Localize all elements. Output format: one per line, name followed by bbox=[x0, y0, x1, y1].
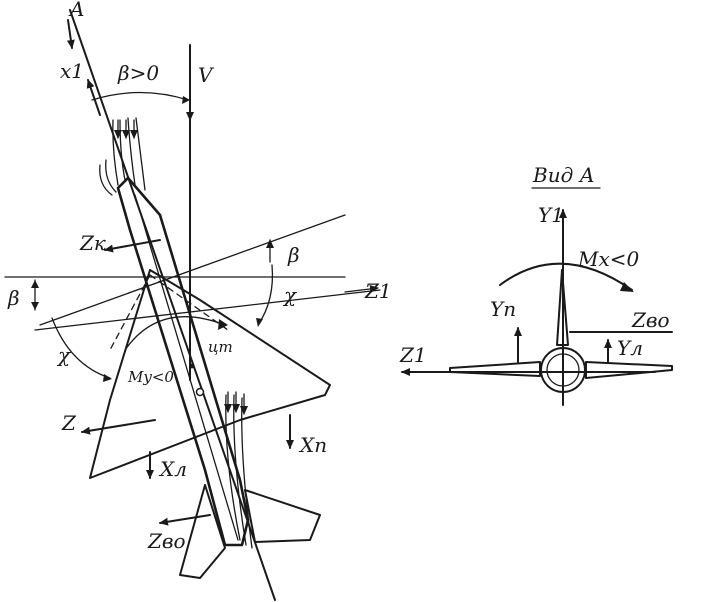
zvo-left-label: Zво bbox=[147, 529, 186, 553]
tail-right bbox=[244, 489, 321, 543]
beta-left-label: β bbox=[7, 286, 20, 310]
moment-my-arc bbox=[124, 316, 226, 351]
center-of-mass bbox=[195, 387, 205, 397]
velocity-label: V bbox=[198, 63, 215, 87]
moment-mx-label: Mx<0 bbox=[577, 247, 640, 271]
z-label: Z bbox=[61, 411, 77, 435]
inclined-line-upper bbox=[39, 214, 346, 326]
flow-lines-aft bbox=[224, 391, 253, 549]
zvo-right-label: Zво bbox=[631, 308, 670, 332]
flow-lines-front bbox=[99, 117, 146, 196]
yp-label: Yп bbox=[490, 297, 516, 321]
xp-label: Xп bbox=[298, 433, 327, 457]
axis-x1-label: x1 bbox=[60, 59, 84, 83]
fuselage bbox=[116, 176, 250, 547]
right-wing-front bbox=[585, 361, 673, 379]
yl-label: Yл bbox=[617, 336, 643, 360]
moment-mx-arc bbox=[499, 262, 633, 291]
vertical-fin bbox=[556, 269, 569, 346]
delta-wing bbox=[89, 269, 331, 479]
chi-left-label: χ bbox=[56, 343, 72, 367]
view-a-title: Вид А bbox=[532, 163, 595, 187]
center-of-mass-label: цт bbox=[208, 338, 233, 356]
zk-label: Zк bbox=[79, 231, 106, 255]
axis-a-label: A bbox=[68, 0, 84, 21]
chi-left-arc bbox=[51, 317, 111, 379]
left-wing-front bbox=[449, 361, 541, 377]
beta-arc-arrowhead bbox=[182, 96, 190, 104]
inclined-line-z1 bbox=[34, 289, 381, 331]
moment-my-label: My<0 bbox=[127, 368, 174, 386]
beta-positive-arc bbox=[91, 91, 189, 101]
beta-right-label: β bbox=[287, 243, 300, 267]
tail-left bbox=[179, 484, 226, 579]
y1-label: Y1 bbox=[538, 203, 564, 227]
z-arrow bbox=[81, 419, 156, 435]
axis-a-arrow bbox=[66, 19, 75, 49]
chi-right-label: χ bbox=[282, 283, 298, 307]
chi-right-arc bbox=[257, 264, 274, 326]
z1-left-label: Z1 bbox=[364, 279, 392, 303]
zk-arrow bbox=[104, 239, 161, 253]
longitudinal-axis-x1 bbox=[69, 9, 276, 601]
fuselage-outer-ring bbox=[540, 347, 586, 393]
z1-right-label: Z1 bbox=[399, 343, 427, 367]
left-top-view: A x1 β>0 V Zк β β Z1 χ χ цт My<0 Z Xп Xл… bbox=[4, 0, 392, 601]
x1-arrow bbox=[86, 79, 101, 116]
z1-arrow bbox=[344, 284, 379, 293]
right-front-view: Вид А Y1 Mx<0 Yп Zво Yл Z1 bbox=[399, 163, 673, 406]
fuselage-inner-ring bbox=[546, 353, 580, 387]
beta-positive-label: β>0 bbox=[117, 61, 159, 85]
zvo-arrow bbox=[159, 514, 211, 526]
xl-label: Xл bbox=[158, 457, 187, 481]
